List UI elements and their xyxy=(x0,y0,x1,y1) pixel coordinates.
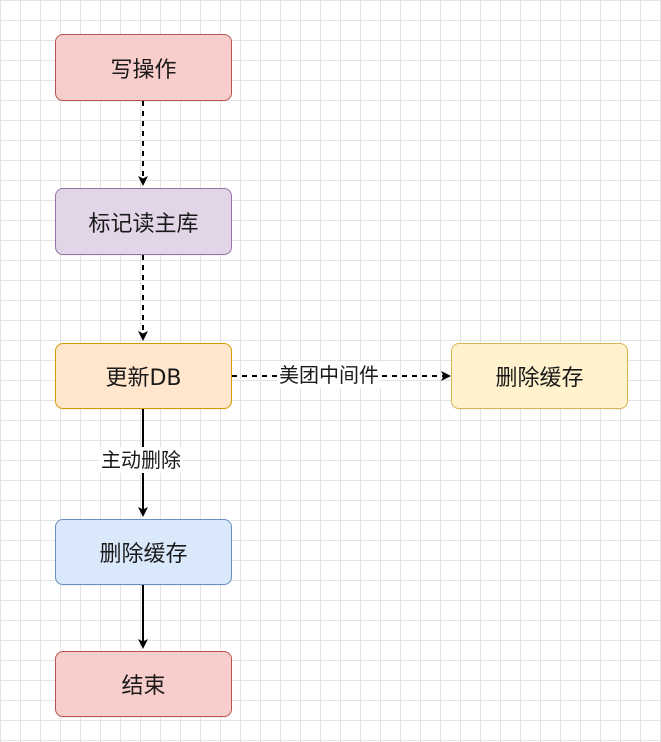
node-delete-cache-label: 删除缓存 xyxy=(99,542,188,567)
node-write-operation: 写操作 xyxy=(55,34,232,101)
node-delete-cache-right-label: 删除缓存 xyxy=(495,366,584,391)
node-end-label: 结束 xyxy=(121,674,166,699)
node-delete-cache: 删除缓存 xyxy=(55,519,232,585)
node-update-db: 更新DB xyxy=(55,343,232,409)
edge-label-active-delete: 主动删除 xyxy=(99,447,183,473)
node-mark-read-master-label: 标记读主库 xyxy=(88,211,199,237)
node-mark-read-master: 标记读主库 xyxy=(55,188,232,255)
node-update-db-label: 更新DB xyxy=(105,366,182,391)
node-delete-cache-right: 删除缓存 xyxy=(451,343,628,409)
node-end: 结束 xyxy=(55,651,232,717)
node-write-operation-label: 写操作 xyxy=(110,57,177,83)
edge-label-meituan-middleware: 美团中间件 xyxy=(277,362,381,388)
